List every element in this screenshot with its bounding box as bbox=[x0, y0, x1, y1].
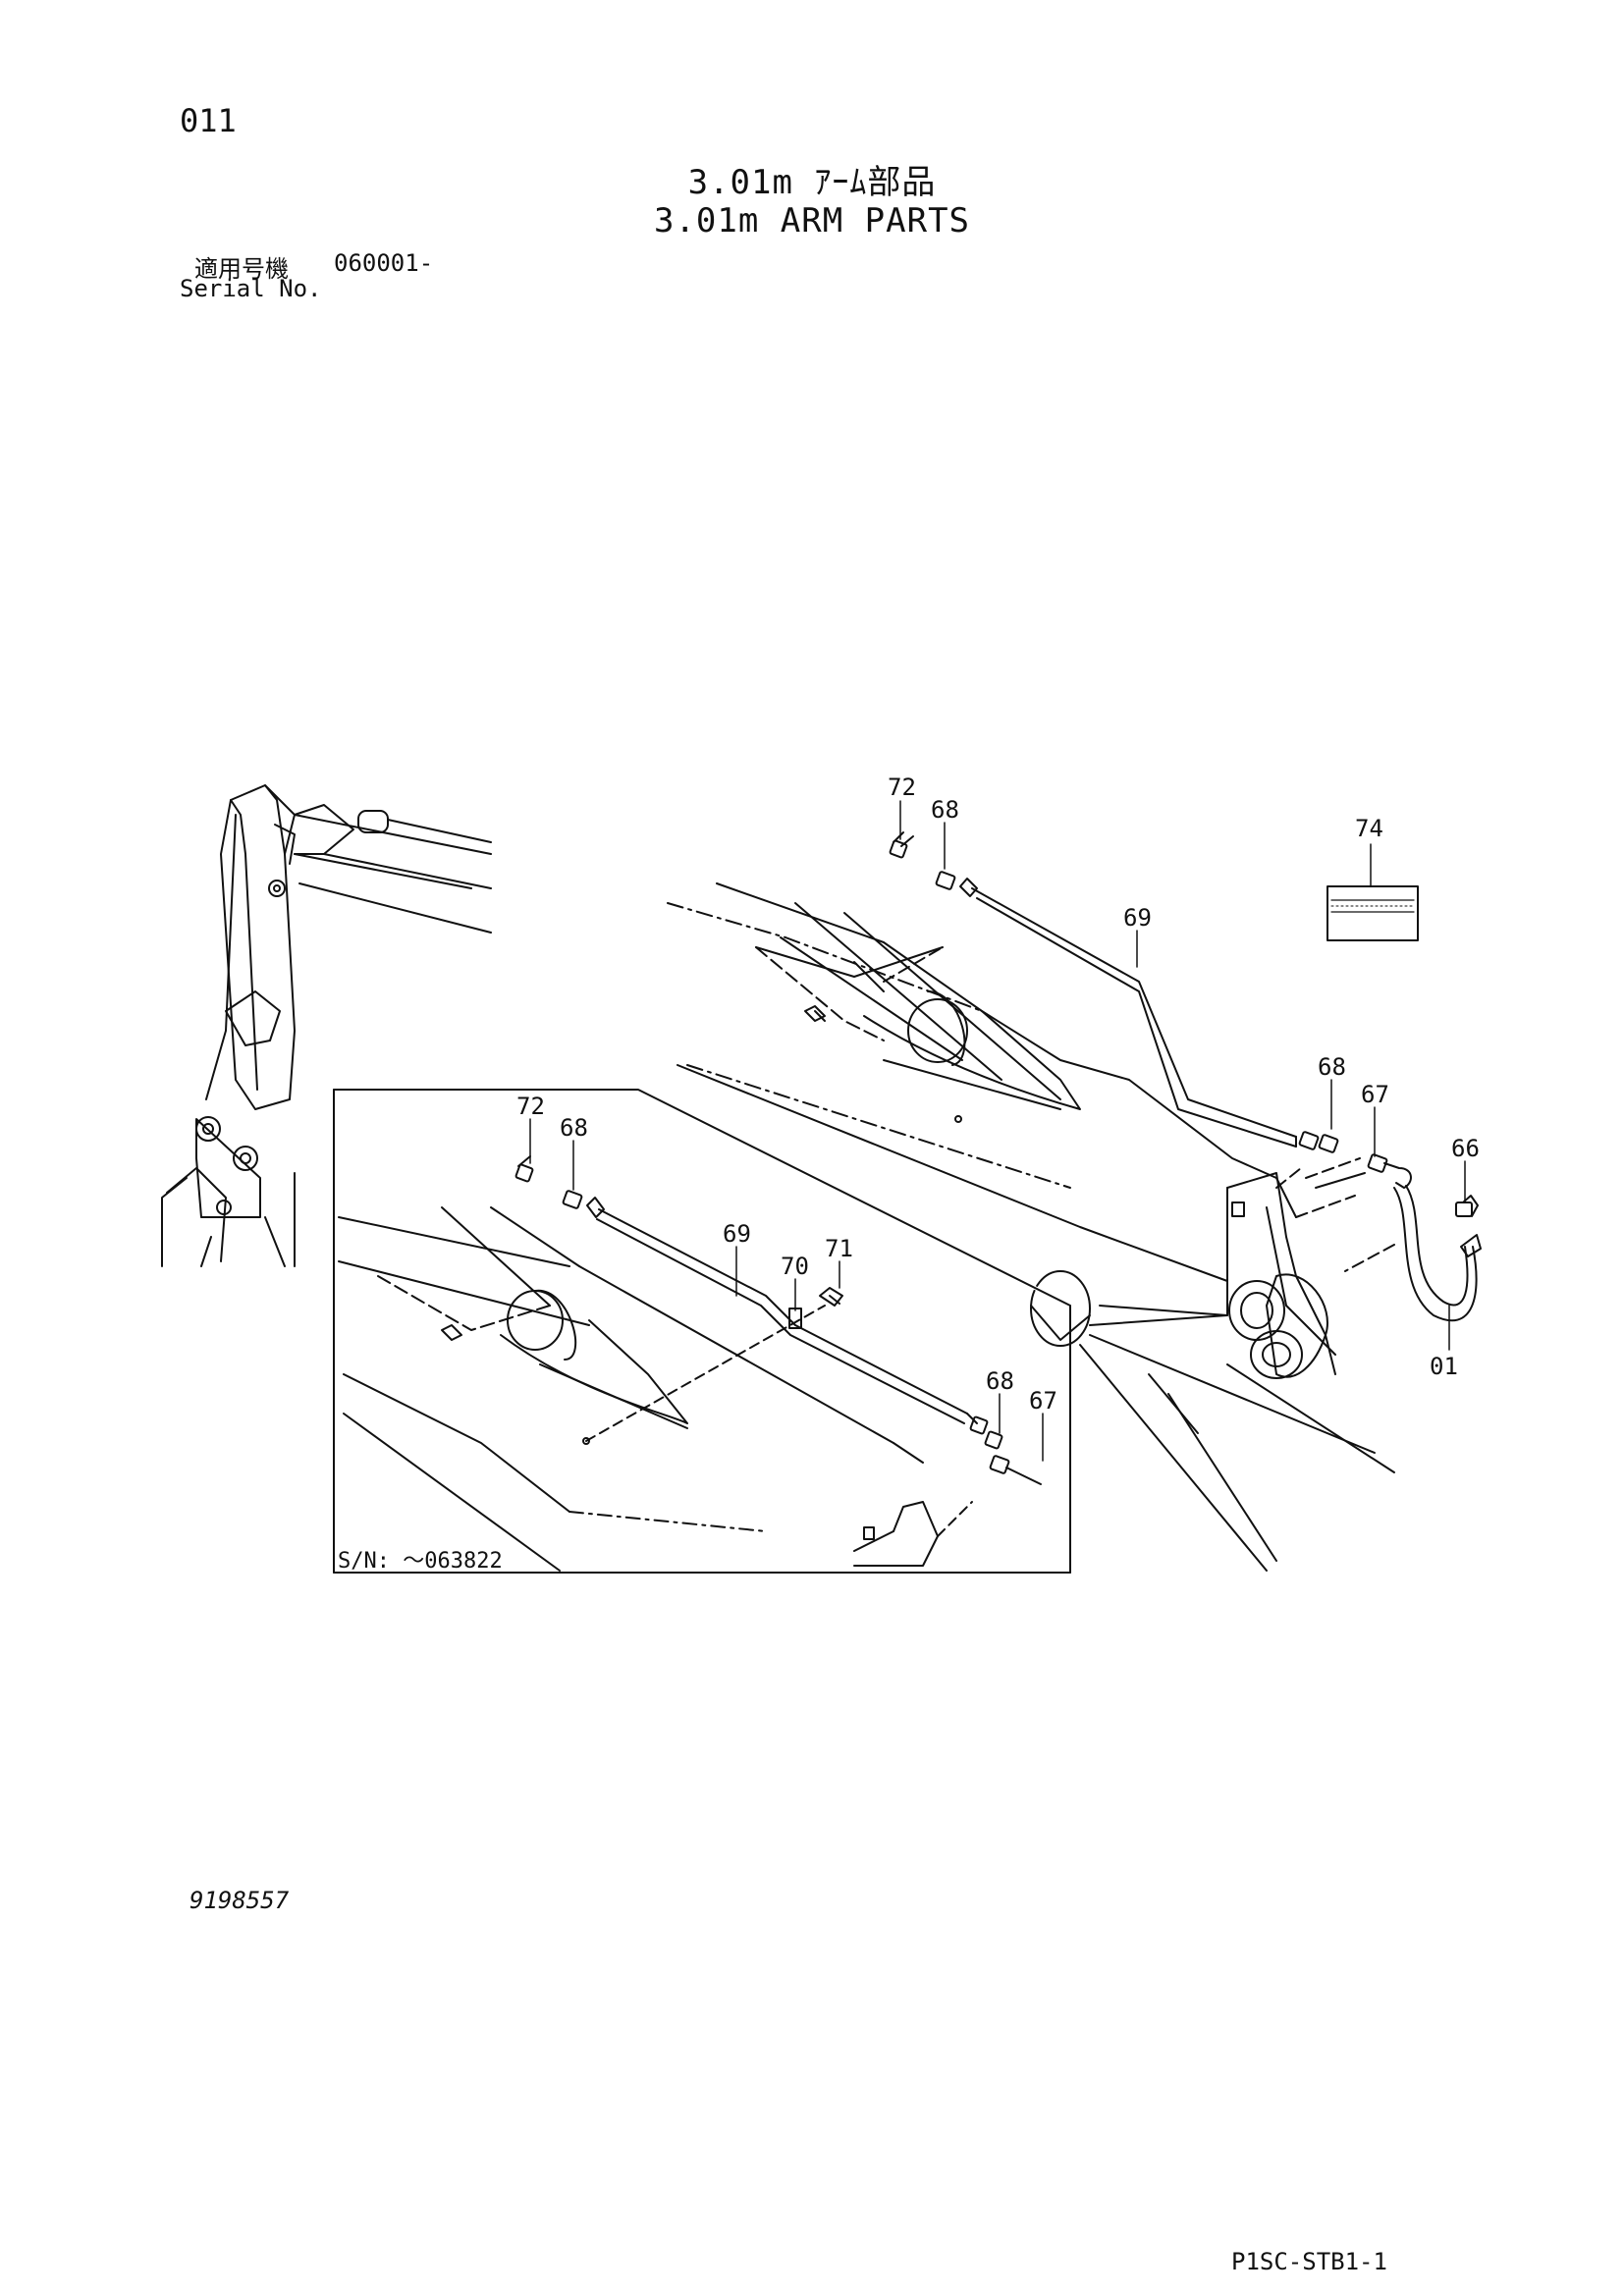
page-title-english: 3.01m ARM PARTS bbox=[653, 201, 971, 240]
callout-68-inset-bottom: 68 bbox=[986, 1367, 1014, 1395]
drawing-code: P1SC-STB1-1 bbox=[1231, 2248, 1387, 2275]
inset-early-serial bbox=[333, 1088, 1072, 1574]
boom-assembly bbox=[161, 784, 492, 1267]
callout-67-main: 67 bbox=[1361, 1081, 1389, 1108]
serial-label-japanese: 適用号機 bbox=[194, 255, 289, 283]
callout-67-inset: 67 bbox=[1029, 1387, 1057, 1415]
callout-69-inset: 69 bbox=[723, 1220, 751, 1248]
callout-71-inset: 71 bbox=[825, 1235, 853, 1262]
callout-70-inset: 70 bbox=[781, 1253, 809, 1280]
leader-lines-inset bbox=[529, 1118, 1044, 1462]
main-pipe-assembly bbox=[889, 831, 1482, 1322]
callout-01-main: 01 bbox=[1430, 1353, 1458, 1380]
callout-72-inset: 72 bbox=[516, 1093, 545, 1120]
callout-66-main: 66 bbox=[1451, 1135, 1480, 1162]
serial-label-english: Serial No. bbox=[180, 275, 322, 302]
callout-72-main: 72 bbox=[888, 774, 916, 801]
inset-pipe-assembly bbox=[514, 1155, 1042, 1485]
serial-number-value: 060001- bbox=[334, 249, 434, 277]
document-number: 9198557 bbox=[189, 1887, 290, 1914]
leader-lines-main bbox=[899, 800, 1466, 1351]
callout-68-main-right: 68 bbox=[1318, 1053, 1346, 1081]
page-title-japanese: 3.01m ｱｰﾑ部品 bbox=[687, 163, 937, 202]
callout-69-main: 69 bbox=[1123, 904, 1152, 932]
page-number: 011 bbox=[180, 102, 237, 139]
arm-main-body bbox=[667, 882, 1395, 1572]
decal-label-74 bbox=[1326, 885, 1419, 941]
callout-68-inset-top: 68 bbox=[560, 1114, 588, 1142]
callout-68-main-top: 68 bbox=[931, 796, 959, 824]
inset-serial-note: S/N: ～063822 bbox=[338, 1549, 503, 1574]
callout-74-main: 74 bbox=[1355, 815, 1383, 842]
